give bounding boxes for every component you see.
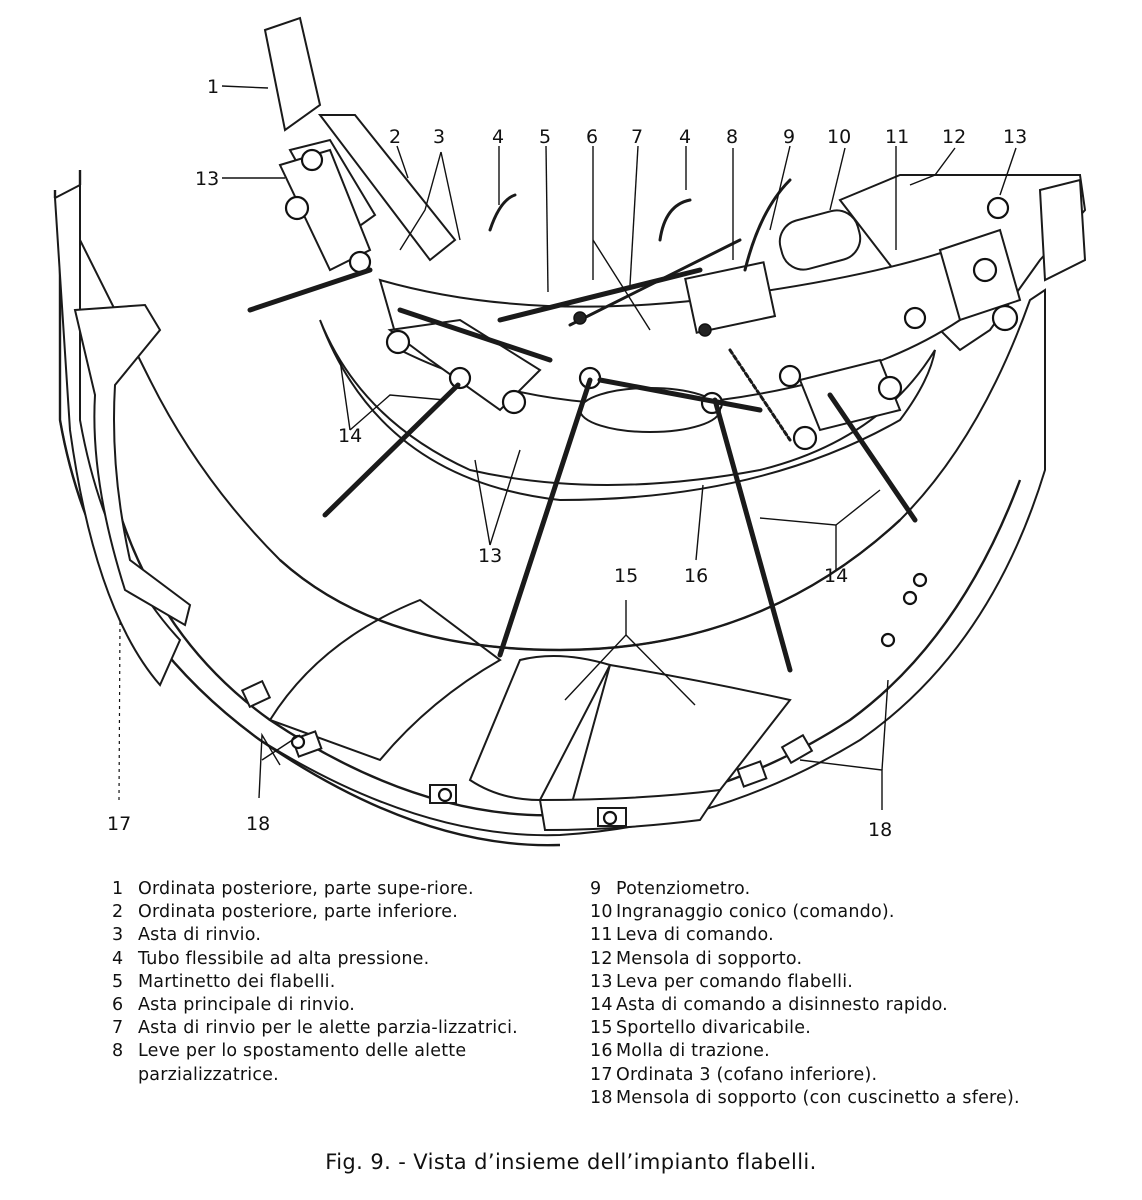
callout-12: 12 (942, 126, 966, 148)
callout-9: 9 (783, 126, 795, 148)
callout-6: 6 (586, 126, 598, 148)
legend-number: 3 (112, 925, 124, 946)
callout-14-left: 14 (338, 425, 362, 447)
legend-number: 13 (590, 971, 613, 992)
callout-2: 2 (389, 126, 401, 148)
callout-5: 5 (539, 126, 551, 148)
callout-13-center: 13 (478, 545, 502, 567)
legend-item: 3 Asta di rinvio. (112, 924, 552, 947)
legend-description: Asta di rinvio. (138, 925, 262, 946)
legend-number: 10 (590, 902, 613, 923)
legend-description: Leva per comando flabelli. (616, 971, 854, 992)
callout-13-top-left: 13 (195, 168, 219, 190)
technical-illustration: 1 2 3 4 5 6 7 4 8 9 10 11 12 13 13 14 13… (53, 16, 1087, 847)
legend-description: Ordinata posteriore, parte supe-riore. (138, 879, 474, 899)
callout-15: 15 (614, 565, 638, 587)
legend-number: 1 (112, 879, 124, 899)
legend-description: Asta principale di rinvio. (138, 995, 356, 1016)
legend-item: 4 Tubo flessibile ad alta pressione. (112, 948, 552, 971)
legend-item: 2 Ordinata posteriore, parte inferiore. (112, 901, 552, 924)
legend-number: 16 (590, 1041, 613, 1062)
hinged-doors (268, 598, 792, 832)
legend-number: 11 (590, 925, 613, 946)
legend-number: 9 (590, 879, 602, 899)
callout-1: 1 (207, 76, 219, 98)
leader-lines (118, 85, 1017, 810)
legend-number: 4 (112, 948, 124, 969)
callout-7: 7 (631, 126, 643, 148)
actuator-assembly (488, 178, 862, 334)
legend-number: 7 (112, 1018, 124, 1039)
legend-description: Sportello divaricabile. (616, 1018, 811, 1039)
legend-description: Martinetto dei flabelli. (138, 971, 336, 992)
legend-description: Mensola di sopporto. (616, 948, 803, 969)
legend-description: Asta di comando a disinnesto rapido. (616, 995, 948, 1016)
legend-number: 18 (590, 1087, 613, 1108)
legend-description: Mensola di sopporto (con cuscinetto a sf… (616, 1087, 1020, 1108)
frame-17 (53, 170, 192, 687)
callout-16: 16 (684, 565, 708, 587)
callout-13-top-right: 13 (1003, 126, 1027, 148)
callout-8: 8 (726, 126, 738, 148)
figure-caption: Fig. 9. - Vista d’insieme dell’impianto … (325, 1150, 817, 1174)
callout-11: 11 (885, 126, 909, 148)
legend-item: 9 Potenziometro. (590, 878, 1050, 901)
legend-number: 6 (112, 995, 124, 1016)
legend-item: 7 Asta di rinvio per le alette parzia-liz… (112, 1017, 552, 1040)
legend-item: 1 Ordinata posteriore, parte supe-riore. (112, 878, 552, 901)
legend-number: 15 (590, 1018, 613, 1039)
callout-18-left: 18 (246, 813, 270, 835)
legend-number: 2 (112, 902, 124, 923)
legend-description: Leva di comando. (616, 925, 774, 946)
legend-number: 14 (590, 995, 613, 1016)
legend-description: Molla di trazione. (616, 1041, 770, 1062)
legend-number: 12 (590, 948, 613, 969)
callout-17: 17 (107, 813, 131, 835)
callout-18-right: 18 (868, 819, 892, 841)
callout-3: 3 (433, 126, 445, 148)
legend-description: Ordinata 3 (cofano inferiore). (616, 1064, 878, 1085)
legend-description: Tubo flessibile ad alta pressione. (138, 948, 430, 969)
legend-item: 6 Asta principale di rinvio. (112, 994, 552, 1017)
support-brackets-18 (240, 572, 928, 827)
legend-description: Ordinata posteriore, parte inferiore. (138, 902, 459, 923)
legend-number: 17 (590, 1064, 613, 1085)
legend-number: 5 (112, 971, 124, 992)
legend-description: Potenziometro. (616, 879, 751, 899)
callout-labels: 1 2 3 4 5 6 7 4 8 9 10 11 12 13 13 14 13… (107, 76, 1027, 841)
inner-cone (279, 319, 936, 652)
legend-description: Asta di rinvio per le alette parzia-lizz… (138, 1018, 518, 1039)
legend-item: 8 Leve per lo spostamento delle alette pa… (112, 1040, 552, 1086)
legend-description: Leve per lo spostamento delle alette par… (138, 1041, 467, 1085)
control-rods (247, 267, 918, 673)
callout-4a: 4 (492, 126, 504, 148)
control-levers (278, 148, 1022, 451)
legend-description: Ingranaggio conico (comando). (616, 902, 895, 923)
callout-14-right: 14 (824, 565, 848, 587)
legend-item: 5 Martinetto dei flabelli. (112, 971, 552, 994)
legend-number: 8 (112, 1041, 124, 1062)
callout-4b: 4 (679, 126, 691, 148)
callout-10: 10 (827, 126, 851, 148)
